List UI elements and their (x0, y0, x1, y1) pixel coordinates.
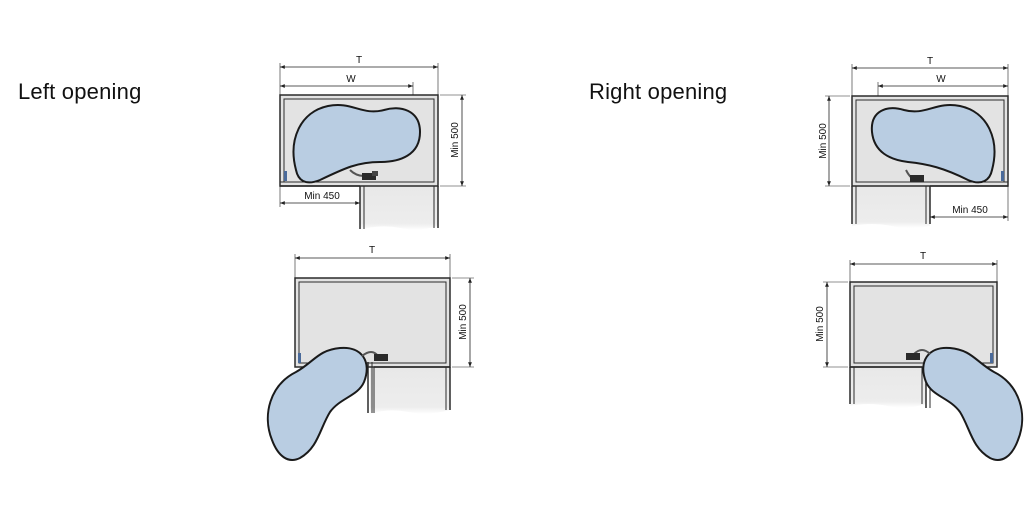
dim-T-label: T (356, 55, 362, 66)
right-opening-heading: Right opening (589, 79, 728, 104)
corner-cabinet-body (849, 281, 998, 368)
adjacent-cabinet (370, 367, 450, 414)
dim-T-label: T (920, 251, 926, 262)
corner-cabinet-body (294, 277, 451, 368)
hinge-mechanism (298, 351, 388, 363)
dim-W-label: W (346, 74, 356, 85)
hinge-mechanism (906, 349, 993, 363)
kidney-shelf (266, 346, 368, 461)
dim-W-label: W (936, 74, 946, 85)
kidney-shelf (870, 104, 996, 184)
kidney-shelf (922, 346, 1024, 461)
dim-min-500-label: Min 500 (818, 123, 829, 159)
dim-min-450-label: Min 450 (952, 205, 988, 216)
dim-T-label: T (927, 56, 933, 67)
adjacent-cabinet (852, 186, 930, 228)
dim-min-500-label: Min 500 (815, 306, 826, 342)
right-opening-closed-diagram: T W Min 500 Min 450 (818, 56, 1009, 228)
right-opening-open-diagram: T Min 500 (815, 251, 1024, 461)
hinge-mechanism (905, 169, 1004, 182)
dim-T-label: T (369, 245, 375, 256)
left-opening-open-diagram: T Min 500 (266, 245, 474, 461)
kidney-shelf (292, 104, 422, 184)
dim-min-500-label: Min 500 (450, 122, 461, 158)
adjacent-cabinet (360, 186, 438, 230)
dim-min-450-label: Min 450 (304, 191, 340, 202)
dim-min-500-label: Min 500 (458, 304, 469, 340)
left-opening-closed-diagram: T W Min 500 Min 450 (279, 55, 466, 230)
hinge-mechanism (284, 169, 378, 181)
left-opening-heading: Left opening (18, 79, 142, 104)
adjacent-cabinet (850, 367, 926, 408)
